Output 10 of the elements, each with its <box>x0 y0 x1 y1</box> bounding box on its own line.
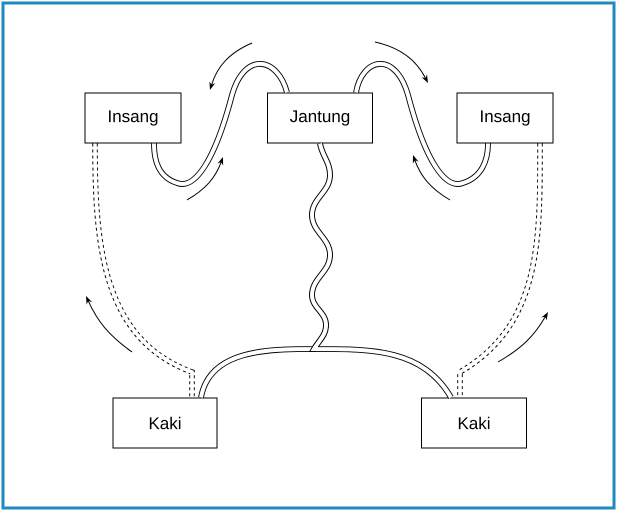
vessel <box>353 61 491 187</box>
vessel <box>457 144 543 398</box>
organ-box: Insang <box>456 92 554 144</box>
vessel <box>151 61 290 187</box>
organ-box: Jantung <box>267 92 373 144</box>
organ-box: Kaki <box>112 398 218 448</box>
organ-box: Kaki <box>421 398 527 448</box>
vessel <box>309 142 454 400</box>
vessel <box>92 143 195 398</box>
organ-box: Insang <box>84 92 182 144</box>
